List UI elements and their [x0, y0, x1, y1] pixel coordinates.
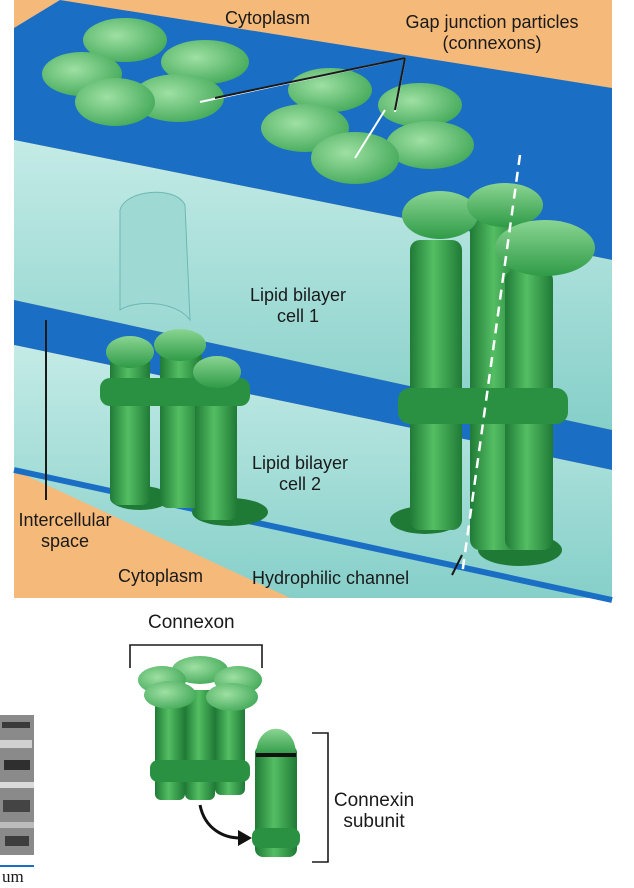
label-bilayer-cell1-line1: Lipid bilayer	[228, 285, 368, 306]
label-bilayer-cell2-line2: cell 2	[230, 474, 370, 495]
label-cytoplasm-top: Cytoplasm	[225, 8, 310, 29]
label-connexin-line1: Connexin	[326, 790, 422, 811]
label-connexon: Connexon	[148, 612, 235, 633]
label-bilayer-cell2: Lipid bilayer cell 2	[230, 453, 370, 495]
label-intercellular-line2: space	[10, 531, 120, 552]
label-intercellular-line1: Intercellular	[10, 510, 120, 531]
label-connexin-subunit: Connexin subunit	[326, 790, 422, 832]
label-gap-junction: Gap junction particles (connexons)	[372, 12, 612, 54]
label-hydrophilic-channel: Hydrophilic channel	[252, 568, 409, 589]
label-gap-junction-line2: (connexons)	[372, 33, 612, 54]
label-scale-fragment: um	[2, 866, 24, 887]
micrograph-fragment	[0, 715, 34, 866]
label-intercellular-space: Intercellular space	[10, 510, 120, 552]
label-bilayer-cell1: Lipid bilayer cell 1	[228, 285, 368, 327]
arrow-icon	[200, 805, 240, 838]
label-cytoplasm-bottom: Cytoplasm	[118, 566, 203, 587]
bilayer-flap	[120, 192, 190, 320]
label-bilayer-cell1-line2: cell 1	[228, 306, 368, 327]
label-connexin-line2: subunit	[326, 811, 422, 832]
label-gap-junction-line1: Gap junction particles	[372, 12, 612, 33]
label-bilayer-cell2-line1: Lipid bilayer	[230, 453, 370, 474]
connexon-isolated	[130, 645, 328, 862]
